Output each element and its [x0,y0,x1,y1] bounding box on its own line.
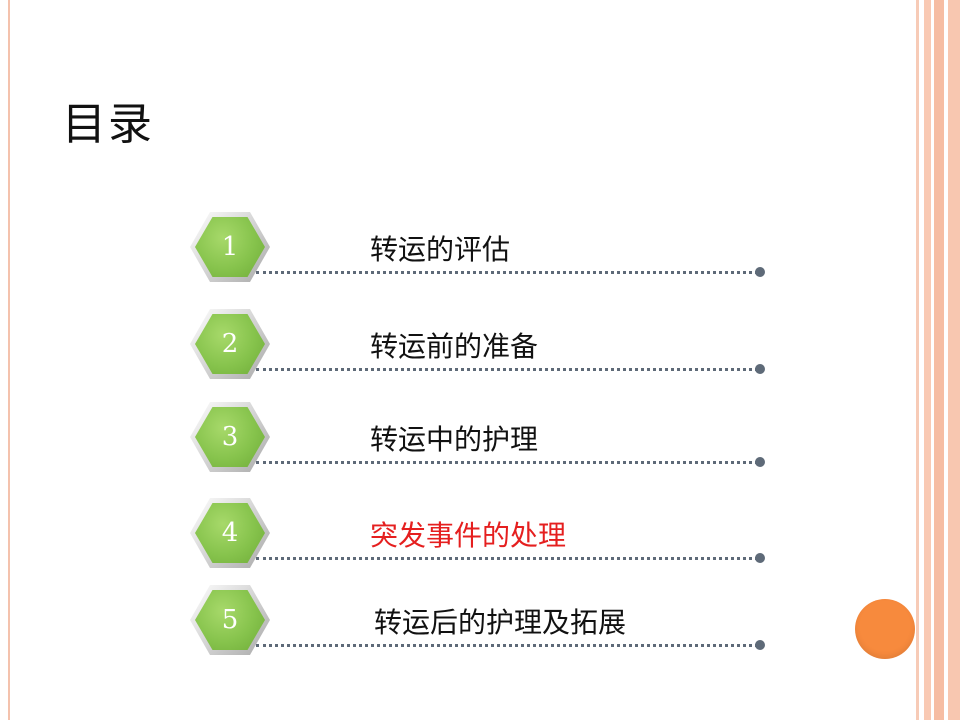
toc-item-number: 4 [221,518,239,548]
hexagon-badge-fill [195,314,265,374]
frame-stripe [948,0,960,720]
toc-item-number: 5 [221,605,239,635]
toc-item-1[interactable]: 1 转运的评估 [190,212,770,302]
decorative-orange-circle [855,599,915,659]
dotted-leader-line [256,368,758,371]
hexagon-badge-fill [195,590,265,650]
frame-stripe [934,0,944,720]
toc-item-3[interactable]: 3 转运中的护理 [190,402,770,492]
toc-item-number: 3 [221,422,239,452]
hexagon-badge-fill [195,407,265,467]
dotted-leader-line [256,461,758,464]
toc-item-title: 转运中的护理 [370,423,539,456]
toc-item-title: 转运前的准备 [370,330,539,363]
toc-item-number: 1 [221,232,239,262]
dotted-leader-line [256,557,758,560]
toc-item-2[interactable]: 2 转运前的准备 [190,309,770,399]
toc-item-title: 转运后的护理及拓展 [374,606,627,639]
page-title: 目录 [62,99,154,150]
leader-end-dot [755,457,765,467]
toc-item-title: 转运的评估 [370,233,511,266]
toc-item-4[interactable]: 4 突发事件的处理 [190,498,770,588]
toc-item-5[interactable]: 5 转运后的护理及拓展 [190,585,770,675]
frame-stripe [916,0,919,720]
leader-end-dot [755,640,765,650]
toc-item-number: 2 [221,329,239,359]
leader-end-dot [755,553,765,563]
hexagon-badge-fill [195,217,265,277]
leader-end-dot [755,267,765,277]
toc-item-title: 突发事件的处理 [370,519,567,552]
leader-end-dot [755,364,765,374]
frame-stripe [924,0,931,720]
left-frame-line [8,0,10,720]
dotted-leader-line [256,271,758,274]
dotted-leader-line [256,644,758,647]
hexagon-badge-fill [195,503,265,563]
